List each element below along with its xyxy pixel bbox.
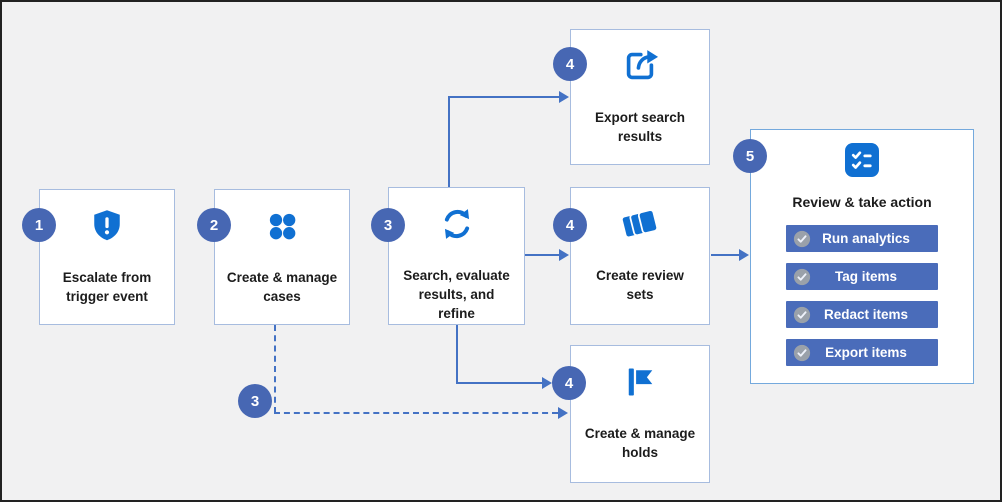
- check-circle-icon: [793, 230, 811, 248]
- export-items-button[interactable]: Export items: [786, 339, 938, 366]
- flag-icon: [622, 363, 658, 401]
- step-label: Search, evaluate results, and refine: [403, 268, 510, 321]
- step-badge-2: 2: [197, 208, 231, 242]
- connector-search-to-export-horizontal: [448, 96, 560, 98]
- step-box-export-search[interactable]: Export search results: [570, 29, 710, 165]
- step-box-review-sets[interactable]: Create review sets: [570, 187, 710, 325]
- arrowhead-to-reviewsets: [559, 249, 569, 261]
- step-label: Create & manage cases: [226, 270, 338, 304]
- connector-search-to-reviewsets: [525, 254, 561, 256]
- panel-actions: Run analytics Tag items: [786, 225, 938, 366]
- arrowhead-to-holds-solid: [542, 377, 552, 389]
- dashed-elbow-badge-3: 3: [238, 384, 272, 418]
- panel-title: Review & take action: [792, 194, 932, 210]
- check-circle-icon: [793, 344, 811, 362]
- arrowhead-to-holds-dashed: [558, 407, 568, 419]
- arrowhead-to-panel: [739, 249, 749, 261]
- step-badge-1: 1: [22, 208, 56, 242]
- layers-icon: [620, 205, 660, 243]
- connector-cases-to-holds-dashed-vertical: [274, 325, 276, 413]
- connector-search-to-holds-vertical: [456, 325, 458, 383]
- connector-search-to-export-vertical: [448, 97, 450, 187]
- redact-items-button[interactable]: Redact items: [786, 301, 938, 328]
- step-label: Export search results: [594, 110, 686, 144]
- action-button-label: Run analytics: [822, 231, 910, 246]
- step-badge-4-holds: 4: [552, 366, 586, 400]
- checklist-icon: [845, 143, 879, 182]
- action-button-label: Export items: [825, 345, 907, 360]
- action-button-label: Redact items: [823, 307, 909, 322]
- step-label: Create review sets: [596, 268, 684, 302]
- shield-exclamation-icon: [89, 207, 125, 245]
- step-box-search[interactable]: Search, evaluate results, and refine: [388, 187, 525, 325]
- tag-items-button[interactable]: Tag items: [786, 263, 938, 290]
- step-badge-4-export: 4: [553, 47, 587, 81]
- export-share-icon: [621, 47, 659, 85]
- step-badge-4-review-sets: 4: [553, 208, 587, 242]
- run-analytics-button[interactable]: Run analytics: [786, 225, 938, 252]
- sync-arrows-icon: [438, 205, 476, 243]
- step-box-holds[interactable]: Create & manage holds: [570, 345, 710, 483]
- check-circle-icon: [793, 306, 811, 324]
- review-take-action-panel[interactable]: Review & take action Run analytics: [750, 129, 974, 384]
- step-box-cases[interactable]: Create & manage cases: [214, 189, 350, 325]
- check-circle-icon: [793, 268, 811, 286]
- dots-grid-icon: [264, 207, 300, 245]
- step-label: Escalate from trigger event: [62, 270, 152, 304]
- step-label: Create & manage holds: [584, 426, 696, 460]
- connector-cases-to-holds-dashed-horizontal: [274, 412, 558, 414]
- step-badge-3: 3: [371, 208, 405, 242]
- arrowhead-to-export: [559, 91, 569, 103]
- connector-reviewsets-to-panel: [711, 254, 741, 256]
- connector-search-to-holds-horizontal: [456, 382, 544, 384]
- panel-badge-5: 5: [733, 139, 767, 173]
- step-box-escalate[interactable]: Escalate from trigger event: [39, 189, 175, 325]
- action-button-label: Tag items: [834, 269, 897, 284]
